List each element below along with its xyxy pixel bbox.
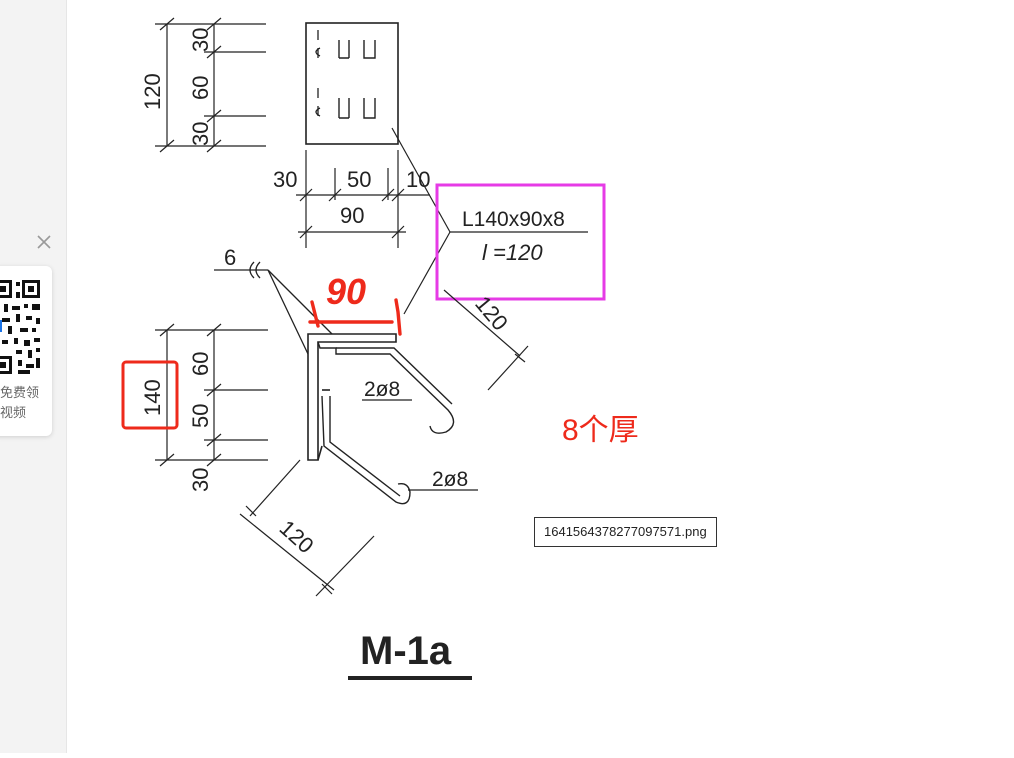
qr-promo-card[interactable]: 免费领 视频 xyxy=(0,266,52,436)
callout-spec: L140x90x8 xyxy=(462,208,565,231)
top-plate-elevation xyxy=(305,22,399,145)
dim-top-total: 120 xyxy=(140,73,165,110)
qr-caption: 免费领 视频 xyxy=(0,386,40,421)
qr-code-icon xyxy=(0,280,40,374)
bar-label-2: 2ø8 xyxy=(432,468,468,491)
dim-120-lower: 120 xyxy=(275,515,319,558)
dim-bottom-a: 30 xyxy=(273,167,297,192)
red-highlight-box xyxy=(121,360,179,430)
dim-side-seg-a: 60 xyxy=(188,352,213,376)
callout-length: l =120 xyxy=(482,240,543,265)
dim-top-seg-a: 30 xyxy=(188,28,213,52)
bar-label-1: 2ø8 xyxy=(364,378,400,401)
dim-top-seg-c: 30 xyxy=(188,122,213,146)
callout-leaders xyxy=(391,127,588,315)
dim-120-lower-lines xyxy=(239,459,375,597)
weld-size: 6 xyxy=(224,245,236,270)
callout-highlight-box xyxy=(435,183,606,301)
top-vertical-dimensions xyxy=(155,17,266,153)
drawing-title: M-1a xyxy=(360,629,452,673)
handwritten-90: 90 xyxy=(326,271,366,312)
red-note: 8个厚 xyxy=(562,414,639,447)
dim-bottom-c: 10 xyxy=(406,167,430,192)
filename-tooltip: 1641564378277097571.png xyxy=(534,517,717,547)
close-icon[interactable] xyxy=(34,232,54,252)
dim-side-total: 140 xyxy=(140,379,165,416)
dim-bottom-b: 50 xyxy=(347,167,371,192)
dim-bottom-total: 90 xyxy=(340,203,364,228)
dim-120-upper-lines xyxy=(443,289,529,391)
dim-side-seg-b: 50 xyxy=(188,404,213,428)
side-vertical-dimensions xyxy=(155,323,268,467)
dim-top-seg-b: 60 xyxy=(188,76,213,100)
angle-section xyxy=(307,333,455,505)
top-horizontal-dimensions xyxy=(296,150,430,248)
cad-drawing: 120 30 60 30 30 50 10 90 L140x9 xyxy=(66,0,1014,753)
weld-symbol xyxy=(214,261,333,355)
handwritten-markup xyxy=(308,298,402,336)
dim-side-seg-c: 30 xyxy=(188,468,213,492)
